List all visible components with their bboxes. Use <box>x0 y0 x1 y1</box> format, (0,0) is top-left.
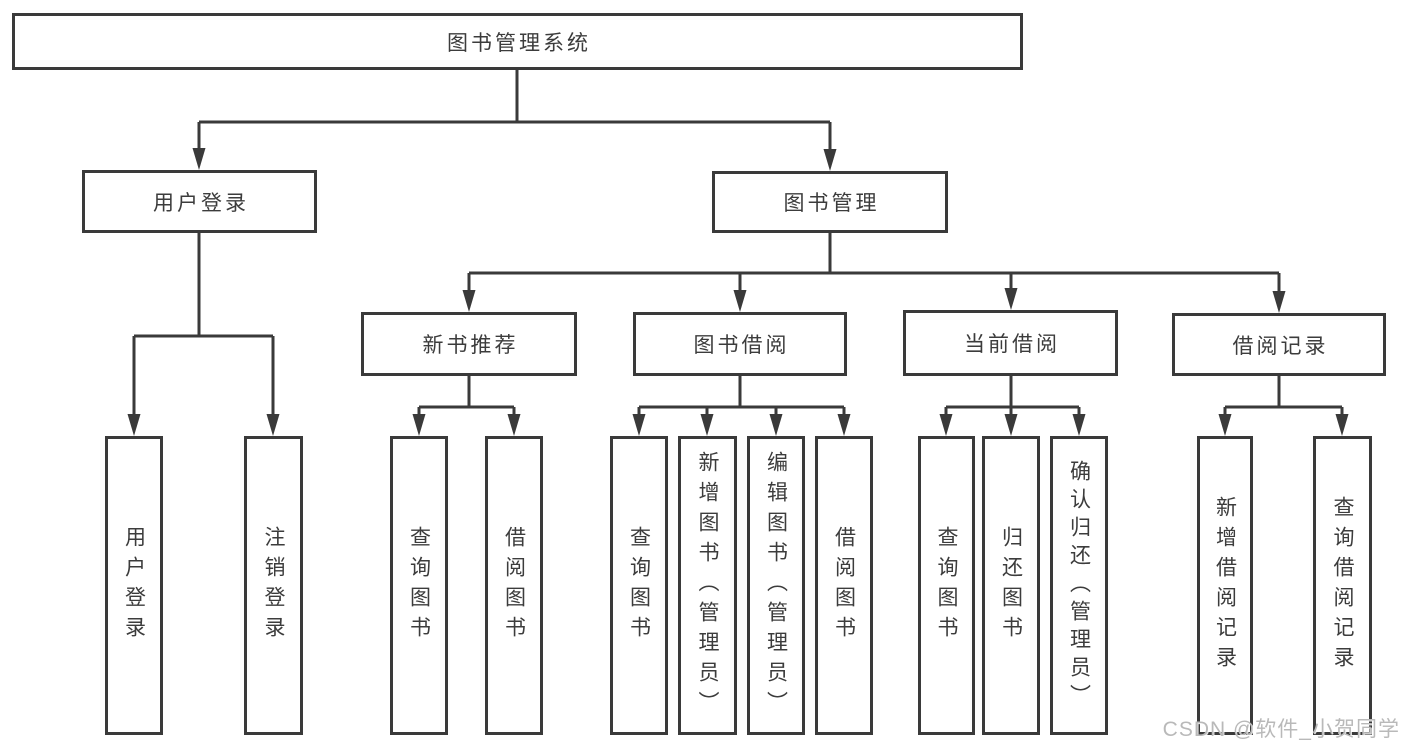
node-new-book-recommend: 新书推荐 <box>361 312 577 376</box>
leaf-borrow-books-recommend-label: 借阅图书 <box>502 525 526 646</box>
leaf-query-books-recommend-label: 查询图书 <box>407 525 431 646</box>
leaf-confirm-return-admin-label: 确认归还（管理员） <box>1067 459 1091 712</box>
node-book-borrowing-label: 图书借阅 <box>693 334 790 357</box>
node-root: 图书管理系统 <box>12 13 1023 70</box>
leaf-add-borrow-record-label: 新增借阅记录 <box>1213 495 1237 676</box>
leaf-return-books: 归还图书 <box>982 436 1040 735</box>
leaf-add-book-admin-label: 新增图书（管理员） <box>696 450 719 721</box>
node-book-management-label: 图书管理 <box>783 192 880 215</box>
leaf-return-books-label: 归还图书 <box>999 525 1023 646</box>
leaf-edit-book-admin-label: 编辑图书（管理员） <box>764 450 788 721</box>
arrowheads <box>127 148 1349 436</box>
node-book-borrowing: 图书借阅 <box>633 312 847 376</box>
leaf-borrow-books-borrowing: 借阅图书 <box>815 436 873 735</box>
node-current-borrowing-label: 当前借阅 <box>964 333 1060 356</box>
leaf-user-login: 用户登录 <box>105 436 163 735</box>
leaf-borrow-books-recommend: 借阅图书 <box>485 436 543 735</box>
node-borrow-records: 借阅记录 <box>1172 313 1386 376</box>
leaf-confirm-return-admin: 确认归还（管理员） <box>1050 436 1108 735</box>
leaf-query-books-current-label: 查询图书 <box>935 525 958 646</box>
leaf-add-borrow-record: 新增借阅记录 <box>1197 436 1253 735</box>
leaf-query-borrow-record: 查询借阅记录 <box>1313 436 1372 735</box>
node-book-management: 图书管理 <box>712 171 948 233</box>
leaf-query-books-borrowing-label: 查询图书 <box>627 525 651 646</box>
leaf-add-book-admin: 新增图书（管理员） <box>678 436 737 735</box>
leaf-query-books-borrowing: 查询图书 <box>610 436 668 735</box>
watermark: CSDN @软件_小贺同学 <box>1162 718 1400 741</box>
node-user-login-label: 用户登录 <box>153 191 249 215</box>
leaf-query-books-current: 查询图书 <box>918 436 975 735</box>
leaf-borrow-books-borrowing-label: 借阅图书 <box>832 525 856 646</box>
node-new-book-recommend-label: 新书推荐 <box>422 334 519 357</box>
leaf-query-books-recommend: 查询图书 <box>390 436 448 735</box>
node-user-login: 用户登录 <box>82 170 317 233</box>
node-current-borrowing: 当前借阅 <box>903 310 1118 376</box>
leaf-user-login-label: 用户登录 <box>122 525 146 646</box>
leaf-logout-label: 注销登录 <box>262 525 285 646</box>
node-borrow-records-label: 借阅记录 <box>1232 334 1329 358</box>
leaf-edit-book-admin: 编辑图书（管理员） <box>747 436 805 735</box>
leaf-query-borrow-record-label: 查询借阅记录 <box>1331 495 1354 676</box>
leaf-logout: 注销登录 <box>244 436 303 735</box>
node-root-label: 图书管理系统 <box>447 31 591 55</box>
